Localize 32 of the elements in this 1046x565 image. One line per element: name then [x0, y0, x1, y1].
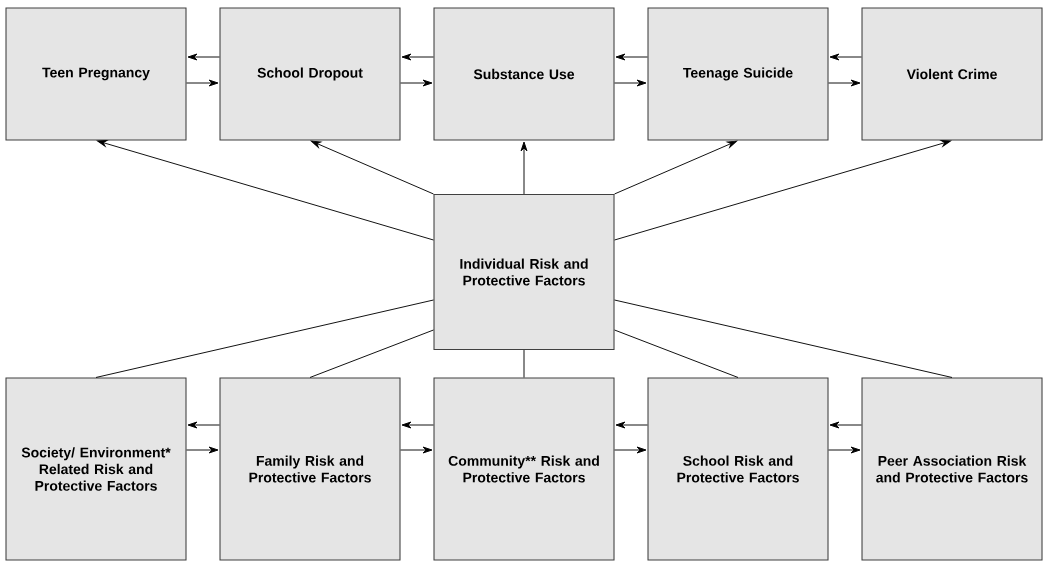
arrow — [614, 446, 647, 454]
factor-box: Teenage Suicide — [647, 7, 829, 141]
arrow — [615, 421, 648, 429]
arrow — [614, 140, 952, 241]
factor-box: Peer Association Risk and Protective Factors — [861, 377, 1043, 561]
arrow — [187, 53, 220, 61]
arrow — [401, 421, 434, 429]
arrow — [187, 421, 220, 429]
factor-box: Violent Crime — [861, 7, 1043, 141]
arrow — [615, 53, 648, 61]
factor-box: Substance Use — [433, 7, 615, 141]
factor-box: Family Risk and Protective Factors — [219, 377, 401, 561]
arrow — [186, 446, 219, 454]
arrow — [400, 79, 433, 87]
arrow — [400, 446, 433, 454]
arrow — [310, 140, 434, 195]
arrow — [96, 140, 434, 241]
factor-box: School Risk and Protective Factors — [647, 377, 829, 561]
arrow — [829, 421, 862, 429]
factor-box: Community** Risk and Protective Factors — [433, 377, 615, 561]
arrow — [186, 79, 219, 87]
factor-box: School Dropout — [219, 7, 401, 141]
arrow — [614, 79, 647, 87]
factor-box: Society/ Environment* Related Risk and Protective Factors — [5, 377, 187, 561]
factor-box: Individual Risk and Protective Factors — [433, 193, 615, 351]
arrow — [828, 446, 861, 454]
factor-box: Teen Pregnancy — [5, 7, 187, 141]
arrow — [520, 141, 528, 195]
arrow — [614, 140, 738, 195]
arrow — [401, 53, 434, 61]
arrow — [829, 53, 862, 61]
arrow — [828, 79, 861, 87]
